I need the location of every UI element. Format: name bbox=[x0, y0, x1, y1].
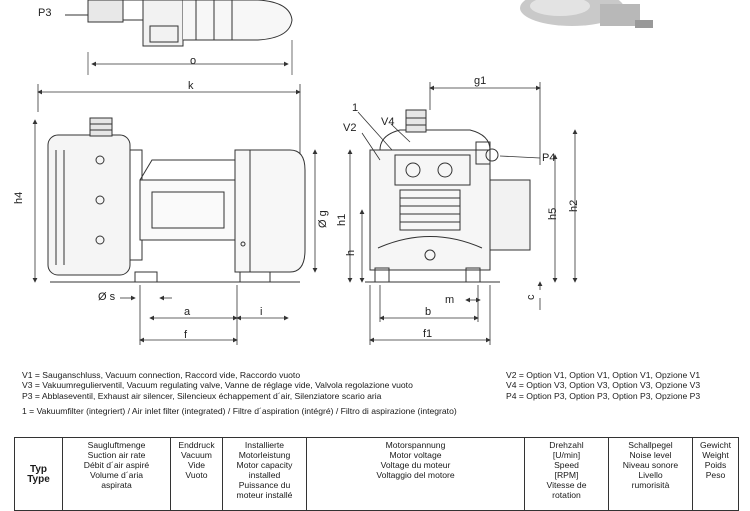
header-suction-air-rate: Saugluftmenge Suction air rate Débit d´a… bbox=[62, 437, 171, 511]
header-line: Drehzahl bbox=[549, 440, 584, 450]
legend-right: V2 = Option V1, Option V1, Option V1, Op… bbox=[506, 370, 700, 401]
header-line: Volume d´aria bbox=[89, 470, 144, 480]
header-line: Vuoto bbox=[185, 470, 208, 480]
header-line: Schallpegel bbox=[628, 440, 673, 450]
header-line: Noise level bbox=[629, 450, 672, 460]
header-line: Motorleistung bbox=[238, 450, 291, 460]
label-g1: g1 bbox=[474, 75, 486, 87]
header-line: Voltage du moteur bbox=[380, 460, 451, 470]
label-h5: h5 bbox=[547, 208, 559, 220]
header-line: Livello bbox=[638, 470, 663, 480]
legend-v2: V2 = Option V1, Option V1, Option V1, Op… bbox=[506, 370, 701, 380]
top-view bbox=[65, 0, 293, 75]
front-view bbox=[365, 109, 531, 283]
header-line: [RPM] bbox=[554, 470, 579, 480]
header-noise-level: Schallpegel Noise level Niveau sonore Li… bbox=[608, 437, 693, 511]
header-line: rumorisità bbox=[631, 480, 670, 490]
header-line: Vide bbox=[187, 460, 206, 470]
side-view bbox=[47, 117, 306, 283]
label-k: k bbox=[188, 80, 194, 92]
header-line: Suction air rate bbox=[87, 450, 146, 460]
label-h4: h4 bbox=[13, 192, 25, 204]
table-header-row: Typ Type Saugluftmenge Suction air rate … bbox=[14, 437, 739, 511]
header-line: Peso bbox=[705, 470, 726, 480]
header-line: Motor capacity bbox=[236, 460, 293, 470]
header-typ-de: Typ bbox=[29, 464, 48, 475]
header-line: [U/min] bbox=[552, 450, 581, 460]
header-line: installed bbox=[248, 470, 281, 480]
header-line: Vacuum bbox=[181, 450, 212, 460]
label-p4: P4 bbox=[542, 152, 555, 164]
header-line: Voltaggio del motore bbox=[376, 470, 455, 480]
label-p3-top: P3 bbox=[38, 7, 51, 19]
technical-drawing: P3 o k bbox=[13, 0, 653, 345]
label-h2: h2 bbox=[568, 200, 580, 212]
header-line: Saugluftmenge bbox=[87, 440, 146, 450]
label-c: c bbox=[525, 294, 537, 300]
label-h: h bbox=[345, 250, 357, 256]
label-m: m bbox=[445, 294, 454, 306]
legend-p3: P3 = Abblaseventil, Exhaust air silencer… bbox=[22, 390, 382, 401]
label-f: f bbox=[184, 329, 188, 341]
label-o: o bbox=[190, 55, 196, 67]
legend-v1: V1 = Sauganschluss, Vacuum connection, R… bbox=[22, 370, 301, 380]
header-line: Enddruck bbox=[178, 440, 215, 450]
header-line: Puissance du bbox=[238, 480, 291, 490]
legend-v4: V4 = Option V3, Option V3, Option V3, Op… bbox=[506, 380, 701, 391]
header-speed: Drehzahl [U/min] Speed [RPM] Vitesse de … bbox=[524, 437, 609, 511]
pump-photo bbox=[520, 0, 653, 28]
header-line: Gewicht bbox=[699, 440, 732, 450]
header-line: Débit d´air aspiré bbox=[83, 460, 150, 470]
header-weight: Gewicht Weight Poids Peso bbox=[692, 437, 739, 511]
label-b: b bbox=[425, 306, 431, 318]
header-line: Weight bbox=[702, 450, 729, 460]
header-motor-voltage: Motorspannung Motor voltage Voltage du m… bbox=[306, 437, 525, 511]
header-line: Vitesse de bbox=[546, 480, 587, 490]
header-line: rotation bbox=[552, 490, 581, 500]
header-line: Installierte bbox=[244, 440, 285, 450]
label-v4: V4 bbox=[381, 116, 394, 128]
spec-table: Typ Type Saugluftmenge Suction air rate … bbox=[14, 437, 739, 511]
header-line: Poids bbox=[704, 460, 727, 470]
header-line: Niveau sonore bbox=[622, 460, 679, 470]
header-line: aspirata bbox=[101, 480, 132, 490]
label-og: Ø g bbox=[317, 210, 329, 228]
header-line: Motorspannung bbox=[385, 440, 446, 450]
legend-p4: P4 = Option P3, Option P3, Option P3, Op… bbox=[506, 390, 701, 401]
header-line: Motor voltage bbox=[389, 450, 442, 460]
header-line: Speed bbox=[554, 460, 579, 470]
header-line: moteur installé bbox=[236, 490, 293, 500]
label-os: Ø s bbox=[98, 291, 116, 303]
label-h1: h1 bbox=[336, 214, 348, 226]
label-a: a bbox=[184, 306, 191, 318]
header-typ-en: Type bbox=[27, 474, 50, 485]
label-v2: V2 bbox=[343, 122, 356, 134]
header-motor-capacity: Installierte Motorleistung Motor capacit… bbox=[222, 437, 307, 511]
legend-filter: 1 = Vakuumfilter (integriert) / Air inle… bbox=[22, 406, 457, 416]
label-f1: f1 bbox=[423, 328, 432, 340]
header-typ: Typ Type bbox=[14, 437, 63, 511]
label-1: 1 bbox=[352, 102, 358, 114]
legend-v3: V3 = Vakuumregulierventil, Vacuum regula… bbox=[22, 380, 413, 391]
label-i: i bbox=[260, 306, 262, 318]
legend-left: V1 = Sauganschluss, Vacuum connection, R… bbox=[22, 370, 413, 401]
